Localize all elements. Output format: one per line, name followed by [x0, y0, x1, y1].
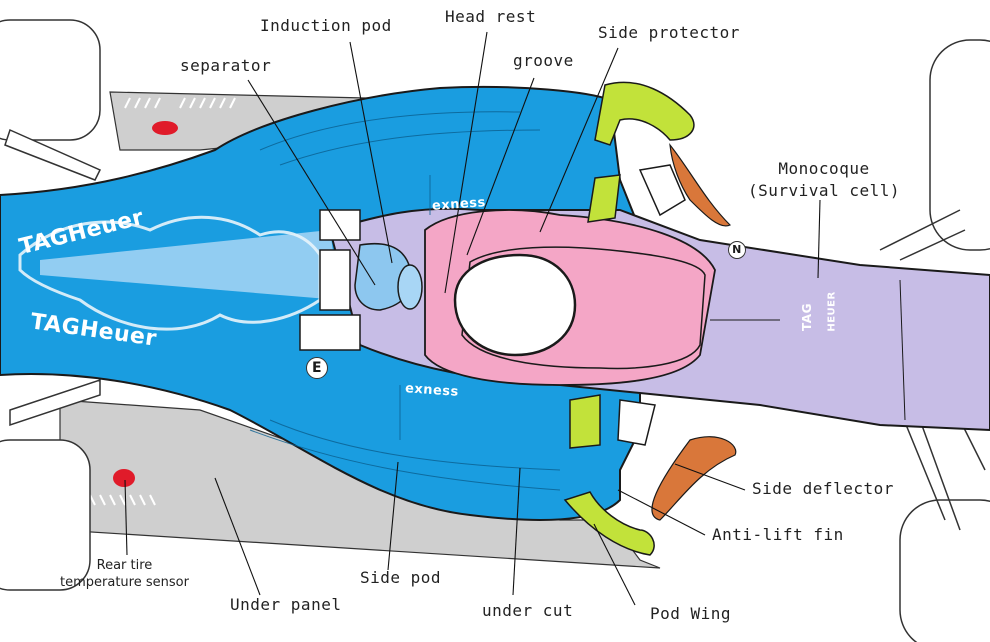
- label-rear-tire-sensor-line2: temperature sensor: [60, 575, 189, 590]
- label-side-pod: Side pod: [360, 568, 442, 587]
- label-monocoque: Monocoque (Survival cell): [748, 158, 900, 202]
- floor-slats: [79, 97, 236, 506]
- sidepod-panel-lines: [249, 111, 561, 491]
- label-monocoque-line2: (Survival cell): [748, 181, 900, 200]
- helmet-outline: [453, 253, 577, 357]
- label-side-protector: Side protector: [598, 23, 740, 42]
- livery-number-mark: E: [306, 357, 328, 379]
- leader-lines: [124, 31, 821, 606]
- label-induction-pod: Induction pod: [260, 16, 392, 35]
- label-under-panel: Under panel: [230, 595, 342, 614]
- body-highlight: [40, 230, 340, 300]
- sensor-dots: [113, 121, 178, 487]
- label-separator: separator: [180, 56, 272, 75]
- label-head-rest: Head rest: [445, 7, 537, 26]
- livery-heuer-badge: HEUER: [826, 291, 838, 332]
- induction-pod: [354, 243, 423, 311]
- label-monocoque-line1: Monocoque: [778, 159, 870, 178]
- anti-lift-fins: [617, 164, 686, 446]
- label-rear-tire-sensor-line1: Rear tire: [96, 558, 153, 573]
- roll-hoop: [299, 209, 361, 351]
- monocoque-details: [710, 279, 906, 421]
- label-pod-wing: Pod Wing: [650, 604, 732, 623]
- front-tires: [899, 39, 990, 642]
- livery-tag-badge: TAG: [799, 303, 814, 331]
- side-deflectors: [651, 143, 737, 521]
- rear-suspension: [4, 128, 102, 427]
- label-rear-tire-sensor: Rear tire temperature sensor: [60, 557, 189, 591]
- livery-n-mark: N: [728, 241, 746, 259]
- label-groove: groove: [513, 51, 574, 70]
- label-under-cut: under cut: [482, 601, 574, 620]
- rear-tires: [0, 19, 101, 591]
- label-side-deflector: Side deflector: [752, 479, 894, 498]
- label-anti-lift-fin: Anti-lift fin: [712, 525, 844, 544]
- pod-wings: [563, 81, 695, 556]
